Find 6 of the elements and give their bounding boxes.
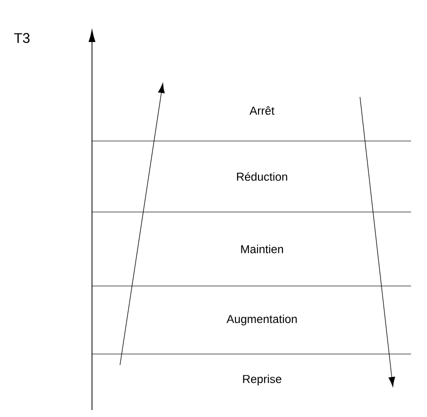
band-label: Arrêt	[250, 106, 274, 115]
axis-label: T3	[14, 33, 30, 43]
band-label: Reprise	[243, 374, 282, 386]
band-label: Augmentation	[226, 314, 297, 326]
band-label: Réduction	[237, 172, 288, 181]
band-label: Maintien	[241, 244, 283, 254]
